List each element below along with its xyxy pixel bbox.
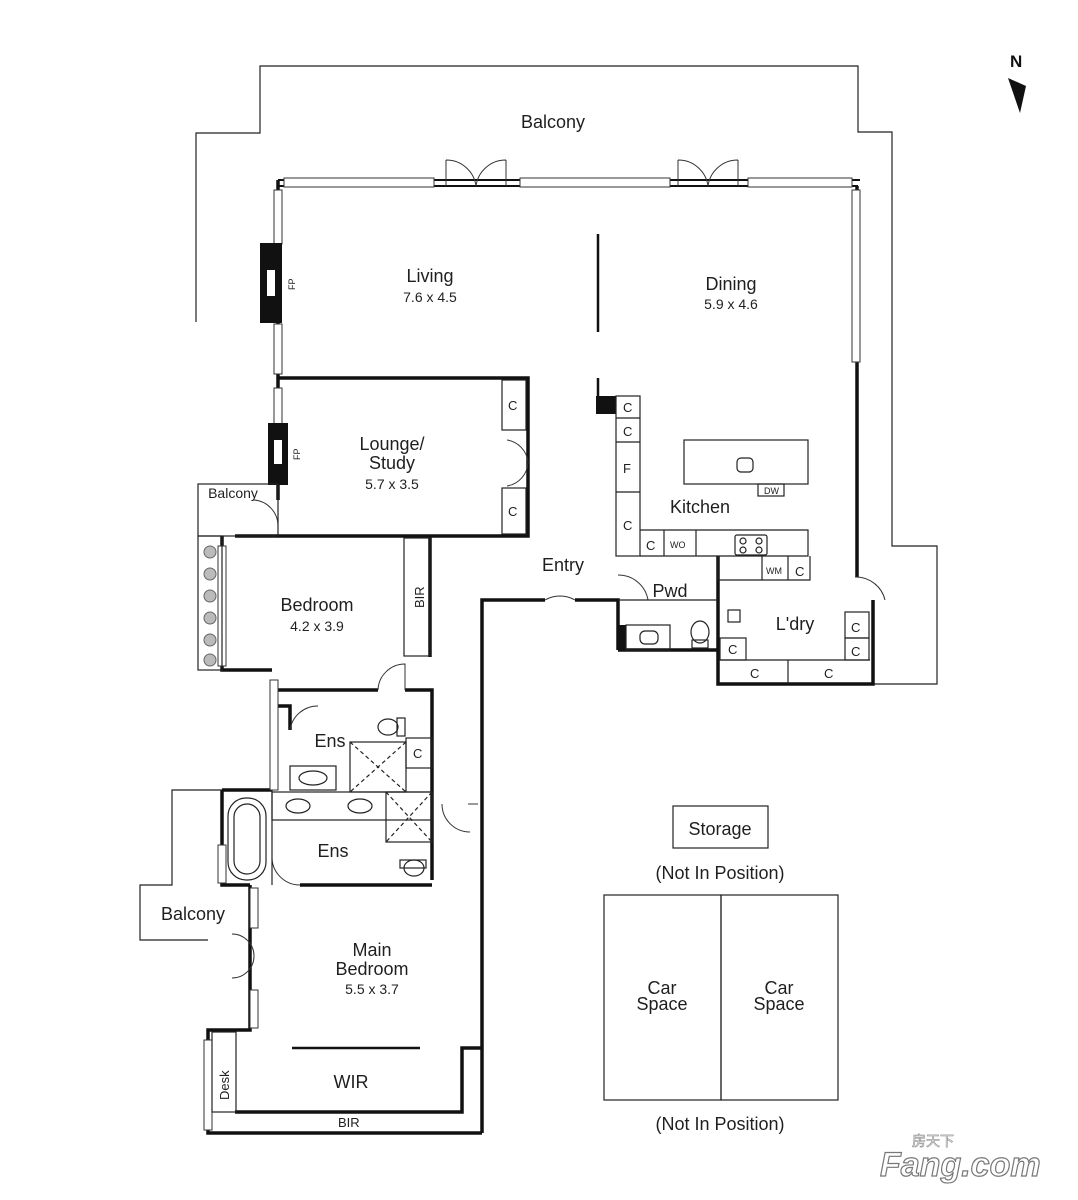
bir-label-bedroom: BIR	[412, 586, 427, 608]
cupboard-label-k4: C	[646, 538, 655, 553]
storage-note: (Not In Position)	[655, 863, 784, 883]
watermark-chinese: 房天下	[912, 1134, 954, 1150]
ensuite-fixtures: C	[227, 717, 433, 885]
left-balcony-label: Balcony	[161, 904, 225, 924]
fridge-label: F	[623, 461, 631, 476]
cupboard-label-k1: C	[623, 400, 632, 415]
cupboard-label-k3: C	[623, 518, 632, 533]
room-labels: Balcony Living 7.6 x 4.5 Dining 5.9 x 4.…	[161, 112, 814, 1092]
balcony-top-label: Balcony	[521, 112, 585, 132]
planter	[197, 535, 223, 671]
cupboard-label-l6: C	[824, 666, 833, 681]
pwd-laundry-fixtures: WM C C C C C C	[618, 556, 870, 684]
storage-box	[672, 805, 769, 849]
car-space-right-label-1: Car	[764, 978, 793, 998]
windows	[203, 177, 861, 1131]
ens-label-2: Ens	[317, 841, 348, 861]
lounge-cupboards: C C	[501, 379, 527, 535]
wir-label: WIR	[334, 1072, 369, 1092]
car-space-left-label-2: Space	[636, 994, 687, 1014]
small-balcony-label: Balcony	[208, 485, 258, 501]
cupboard-label-s2: C	[508, 504, 517, 519]
laundry-label: L'dry	[776, 614, 814, 634]
parking-note: (Not In Position)	[655, 1114, 784, 1134]
storage-label: Storage	[688, 819, 751, 839]
wall-oven-label: WO	[670, 540, 686, 550]
living-dims: 7.6 x 4.5	[403, 289, 457, 305]
fp-label-lounge: FP	[292, 448, 302, 460]
car-space-left-label-1: Car	[647, 978, 676, 998]
fang-watermark: 房天下 Fang.com	[879, 1134, 1041, 1185]
kitchen-cabinetry: C C F C C WO DW	[615, 395, 809, 557]
lounge-label-2: Study	[369, 453, 415, 473]
storage-block: Storage (Not In Position)	[655, 805, 785, 883]
car-space-right	[720, 894, 839, 1101]
dining-label: Dining	[705, 274, 756, 294]
watermark-brand: Fang.com	[880, 1146, 1041, 1184]
ens-label-1: Ens	[314, 731, 345, 751]
entry-label: Entry	[542, 555, 584, 575]
cupboard-label-k2: C	[623, 424, 632, 439]
doors	[231, 159, 886, 979]
cupboard-label-l1: C	[795, 564, 804, 579]
car-space-right-label-2: Space	[753, 994, 804, 1014]
fp-label-living: FP	[287, 278, 297, 290]
compass-label: N	[1010, 52, 1022, 71]
desk	[211, 1031, 237, 1113]
balcony-outline	[195, 65, 938, 685]
parking-block: Car Space Car Space (Not In Position)	[603, 894, 839, 1134]
cupboard-label-e1: C	[413, 746, 422, 761]
cupboard-label-l2: C	[728, 642, 737, 657]
kitchen-label: Kitchen	[670, 497, 730, 517]
small-balcony-box	[197, 483, 279, 537]
pwd-label: Pwd	[652, 581, 687, 601]
cupboard-label-l5: C	[750, 666, 759, 681]
cupboard-label-s1: C	[508, 398, 517, 413]
lounge-dims: 5.7 x 3.5	[365, 476, 419, 492]
bedroom-bir	[403, 537, 431, 657]
dishwasher-label: DW	[764, 486, 779, 496]
left-balcony-outline	[139, 789, 222, 941]
bedroom-label: Bedroom	[280, 595, 353, 615]
cupboard-label-l4: C	[851, 644, 860, 659]
main-bedroom-dims: 5.5 x 3.7	[345, 981, 399, 997]
north-arrow-icon	[1008, 78, 1026, 113]
desk-label: Desk	[217, 1070, 232, 1100]
lounge-label-1: Lounge/	[359, 434, 424, 454]
dining-dims: 5.9 x 4.6	[704, 296, 758, 312]
main-bedroom-label-2: Bedroom	[335, 959, 408, 979]
living-label: Living	[406, 266, 453, 286]
fireplaces: FP FP	[260, 243, 302, 485]
bedroom-dims: 4.2 x 3.9	[290, 618, 344, 634]
north-compass: N	[1008, 52, 1026, 113]
cupboard-label-l3: C	[851, 620, 860, 635]
main-bedroom-label-1: Main	[352, 940, 391, 960]
washing-machine-label: WM	[766, 566, 782, 576]
bir-label-main: BIR	[338, 1115, 360, 1130]
